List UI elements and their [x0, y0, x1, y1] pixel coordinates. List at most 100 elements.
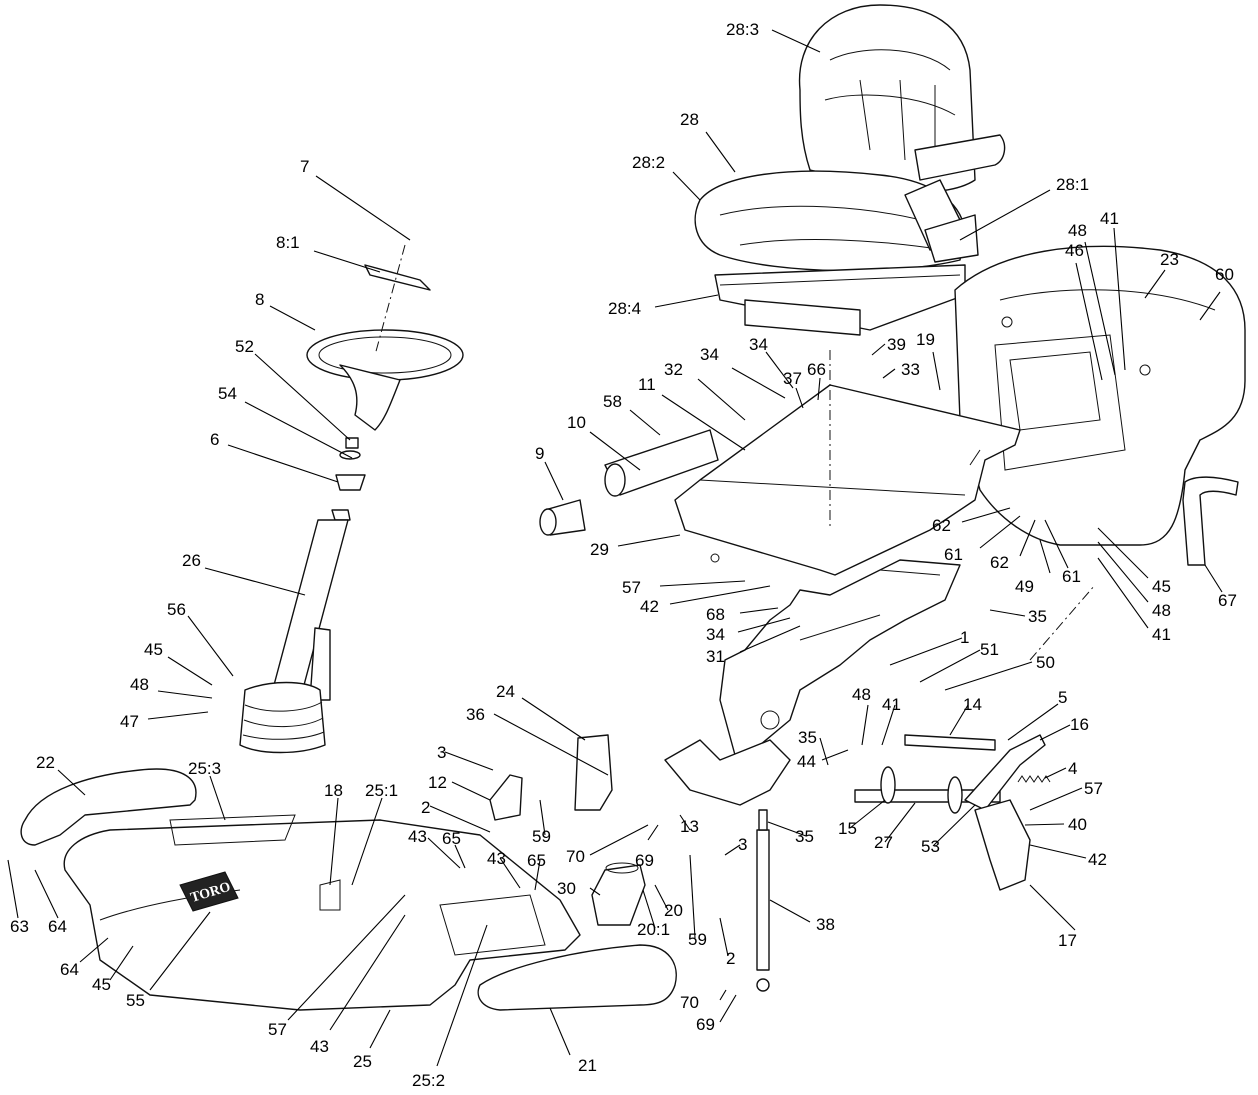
callout-26: 26 [182, 551, 201, 570]
callout-13: 13 [680, 817, 699, 836]
callout-45: 45 [1152, 577, 1171, 596]
callout-7: 7 [300, 157, 309, 176]
callout-15: 15 [838, 819, 857, 838]
callout-8-1: 8:1 [276, 233, 300, 252]
callout-34: 34 [706, 625, 725, 644]
leader-lines [7, 29, 1223, 1067]
callout-56: 56 [167, 600, 186, 619]
callout-11: 11 [638, 375, 656, 394]
callout-1: 1 [960, 628, 969, 647]
callout-21: 21 [578, 1056, 597, 1075]
callout-44: 44 [797, 752, 816, 771]
callout-48: 48 [852, 685, 871, 704]
callout-42: 42 [640, 597, 659, 616]
callout-14: 14 [963, 695, 982, 714]
callout-22: 22 [36, 753, 55, 772]
callout-3: 3 [738, 835, 747, 854]
callout-9: 9 [535, 444, 544, 463]
callout-10: 10 [567, 413, 586, 432]
callout-70: 70 [566, 847, 585, 866]
callout-43: 43 [487, 849, 506, 868]
callout-58: 58 [603, 392, 622, 411]
callout-68: 68 [706, 605, 725, 624]
callout-27: 27 [874, 833, 893, 852]
callout-17: 17 [1058, 931, 1077, 950]
callout-16: 16 [1070, 715, 1089, 734]
callout-2: 2 [726, 949, 735, 968]
callout-47: 47 [120, 712, 139, 731]
bracket-drawing [574, 734, 613, 811]
seat-drawing [694, 4, 1006, 336]
callout-35: 35 [795, 827, 814, 846]
linkage-rod-drawing [904, 734, 996, 751]
seat-plate-drawing [674, 384, 1021, 576]
callout-20-1: 20:1 [637, 920, 670, 939]
floor-pan-drawing [63, 814, 581, 1011]
callout-69: 69 [635, 851, 654, 870]
callout-labels: 28:3 28 28:2 28:1 28:4 7 8:1 8 52 54 6 2… [10, 20, 1237, 1090]
callout-69: 69 [696, 1015, 715, 1034]
callout-28-2: 28:2 [632, 153, 665, 172]
callout-28-4: 28:4 [608, 299, 641, 318]
callout-29: 29 [590, 540, 609, 559]
gas-spring-drawing [756, 809, 770, 992]
callout-41: 41 [1100, 209, 1119, 228]
callout-64: 64 [60, 960, 79, 979]
part-drawings: TORO [20, 4, 1246, 1011]
callout-65: 65 [527, 851, 546, 870]
callout-4: 4 [1068, 759, 1077, 778]
callout-39: 39 [887, 335, 906, 354]
callout-34: 34 [749, 335, 768, 354]
callout-65: 65 [442, 829, 461, 848]
callout-30: 30 [557, 879, 576, 898]
rear-panel-drawing [954, 245, 1246, 546]
callout-41: 41 [882, 695, 901, 714]
actuator-drawing [591, 862, 646, 926]
callout-31: 31 [706, 647, 725, 666]
callout-48: 48 [130, 675, 149, 694]
shaft-drawing [854, 766, 1001, 814]
callout-25-2: 25:2 [412, 1071, 445, 1090]
callout-6: 6 [210, 430, 219, 449]
callout-60: 60 [1215, 265, 1234, 284]
callout-61: 61 [1062, 567, 1081, 586]
callout-57: 57 [268, 1020, 287, 1039]
callout-2: 2 [421, 798, 430, 817]
callout-5: 5 [1058, 688, 1067, 707]
callout-19: 19 [916, 330, 935, 349]
callout-33: 33 [901, 360, 920, 379]
hose-drawing [1182, 476, 1239, 566]
callout-62: 62 [990, 553, 1009, 572]
pedal-bracket-drawing [974, 799, 1031, 891]
frame-drawing [719, 559, 961, 756]
callout-28-1: 28:1 [1056, 175, 1089, 194]
callout-59: 59 [532, 827, 551, 846]
callout-48: 48 [1152, 601, 1171, 620]
callout-57: 57 [622, 578, 641, 597]
callout-42: 42 [1088, 850, 1107, 869]
right-cover-drawing [477, 944, 677, 1011]
callout-50: 50 [1036, 653, 1055, 672]
spring-drawing [1017, 775, 1051, 783]
callout-53: 53 [921, 837, 940, 856]
callout-70: 70 [680, 993, 699, 1012]
callout-23: 23 [1160, 250, 1179, 269]
callout-66: 66 [807, 360, 826, 379]
callout-28: 28 [680, 110, 699, 129]
callout-18: 18 [324, 781, 343, 800]
callout-61: 61 [944, 545, 963, 564]
callout-32: 32 [664, 360, 683, 379]
callout-59: 59 [688, 930, 707, 949]
callout-35: 35 [1028, 607, 1047, 626]
callout-43: 43 [310, 1037, 329, 1056]
callout-35: 35 [798, 728, 817, 747]
callout-43: 43 [408, 827, 427, 846]
callout-51: 51 [980, 640, 999, 659]
steering-column-drawing [239, 437, 366, 754]
callout-45: 45 [92, 975, 111, 994]
callout-36: 36 [466, 705, 485, 724]
callout-38: 38 [816, 915, 835, 934]
callout-40: 40 [1068, 815, 1087, 834]
pivot-bracket-drawing [489, 774, 523, 821]
